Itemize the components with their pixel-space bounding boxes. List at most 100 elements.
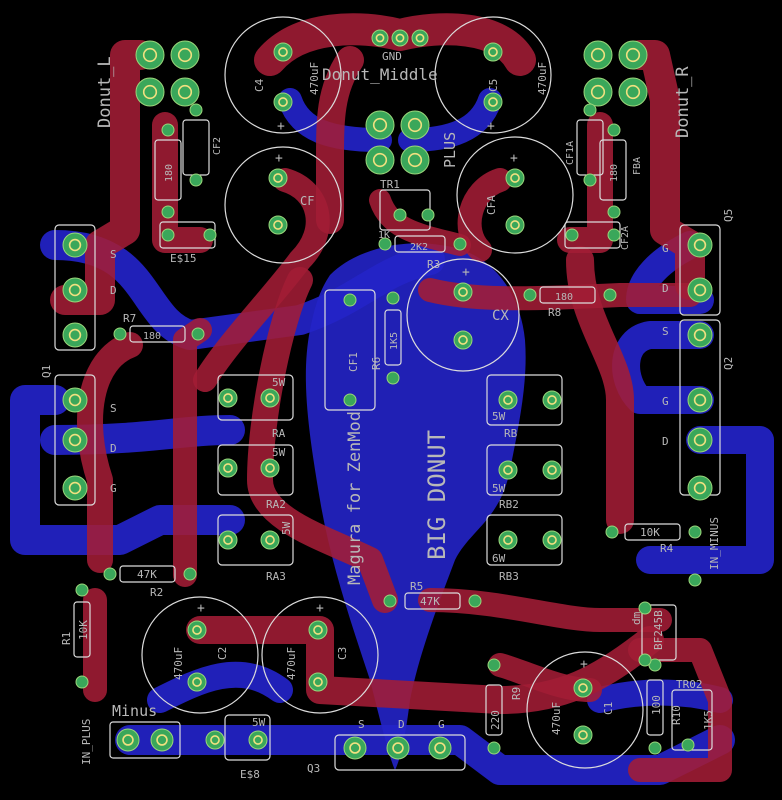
- label-r2-value: 47K: [137, 568, 157, 581]
- pad: [542, 460, 562, 480]
- pad: [62, 475, 88, 501]
- pad: [187, 672, 207, 692]
- pad: [411, 29, 429, 47]
- label-ra-watt: 5W: [272, 376, 286, 389]
- label-q3-s: S: [358, 718, 365, 731]
- pad: [391, 29, 409, 47]
- pad: [573, 678, 593, 698]
- pad-drill: [434, 742, 446, 754]
- label-r7: R7: [123, 312, 136, 325]
- pad-drill: [156, 734, 168, 746]
- pad: [688, 525, 702, 539]
- label-ra3-watt: 5W: [280, 521, 293, 535]
- label-c4: C4: [253, 78, 266, 92]
- pad: [638, 653, 652, 667]
- pad: [687, 277, 713, 303]
- label-cf2a: CF2A: [620, 226, 631, 250]
- pad-drill: [547, 535, 557, 545]
- label-r9-value: 220: [489, 710, 502, 730]
- label-plus: PLUS: [441, 132, 459, 168]
- pad: [203, 228, 217, 242]
- label-r10-value: 100: [650, 695, 663, 715]
- pad: [687, 427, 713, 453]
- pad-drill: [68, 328, 82, 342]
- label-c3: C3: [336, 647, 349, 660]
- pad: [365, 145, 395, 175]
- pad-drill: [693, 393, 707, 407]
- label-ra2-watt: 5W: [272, 446, 286, 459]
- pad-drill: [578, 730, 588, 740]
- pad: [638, 601, 652, 615]
- label-r1: R1: [60, 632, 73, 645]
- label-q1b-d: D: [110, 442, 117, 455]
- pad: [371, 29, 389, 47]
- label-r5: R5: [410, 580, 423, 593]
- label-1k: 1K: [378, 230, 390, 241]
- pad: [565, 228, 579, 242]
- pad: [260, 458, 280, 478]
- pad: [386, 291, 400, 305]
- pad: [273, 92, 293, 112]
- pad-drill: [590, 84, 606, 100]
- pad: [483, 92, 503, 112]
- pad: [583, 77, 613, 107]
- pad: [135, 77, 165, 107]
- label-r1-value: 10K: [77, 620, 90, 640]
- pad-drill: [458, 335, 468, 345]
- label-c5: C5: [487, 79, 500, 92]
- pad: [487, 658, 501, 672]
- pad: [607, 228, 621, 242]
- label-r4-value: 10K: [640, 526, 660, 539]
- label-r180-left: 180: [164, 164, 175, 182]
- pad: [542, 390, 562, 410]
- pad-drill: [278, 47, 288, 57]
- label-cf1: CF1: [347, 352, 360, 372]
- pad: [487, 741, 501, 755]
- pad: [343, 393, 357, 407]
- pad: [607, 205, 621, 219]
- pad-drill: [547, 395, 557, 405]
- pad-drill: [68, 238, 82, 252]
- pad: [505, 168, 525, 188]
- pad: [603, 288, 617, 302]
- pad-drill: [578, 683, 588, 693]
- label-r7-value: 180: [143, 331, 161, 342]
- pad: [218, 388, 238, 408]
- pad: [62, 427, 88, 453]
- pad-drill: [510, 173, 520, 183]
- pad-drill: [392, 742, 404, 754]
- pad-drill: [488, 47, 498, 57]
- label-donut-r: Donut_R: [673, 66, 693, 138]
- pad-drill: [349, 742, 361, 754]
- pad: [187, 620, 207, 640]
- pad-drill: [625, 84, 641, 100]
- label-r10: R10: [670, 705, 683, 725]
- pad-drill: [68, 283, 82, 297]
- pad: [62, 232, 88, 258]
- pad-drill: [510, 220, 520, 230]
- label-gnd: GND: [382, 50, 402, 63]
- pad: [681, 738, 695, 752]
- pad: [542, 530, 562, 550]
- label-rb3: RB3: [499, 570, 519, 583]
- label-ra: RA: [272, 427, 286, 440]
- pad: [62, 277, 88, 303]
- label-cf1a: CF1A: [565, 141, 576, 165]
- pad: [687, 322, 713, 348]
- label-r180-right: 180: [609, 164, 620, 182]
- label-q1-d: D: [110, 284, 117, 297]
- label-r6: R6: [370, 357, 383, 370]
- label-r2: R2: [150, 586, 163, 599]
- pad-drill: [68, 481, 82, 495]
- pad: [393, 208, 407, 222]
- label-q3-g: G: [438, 718, 445, 731]
- pad: [498, 460, 518, 480]
- label-es8-watt: 5W: [252, 716, 266, 729]
- pad-drill: [192, 677, 202, 687]
- pad: [687, 387, 713, 413]
- pad: [62, 322, 88, 348]
- pad: [218, 458, 238, 478]
- label-c4-value: 470uF: [308, 62, 321, 95]
- pad-drill: [265, 393, 275, 403]
- label-r4: R4: [660, 542, 674, 555]
